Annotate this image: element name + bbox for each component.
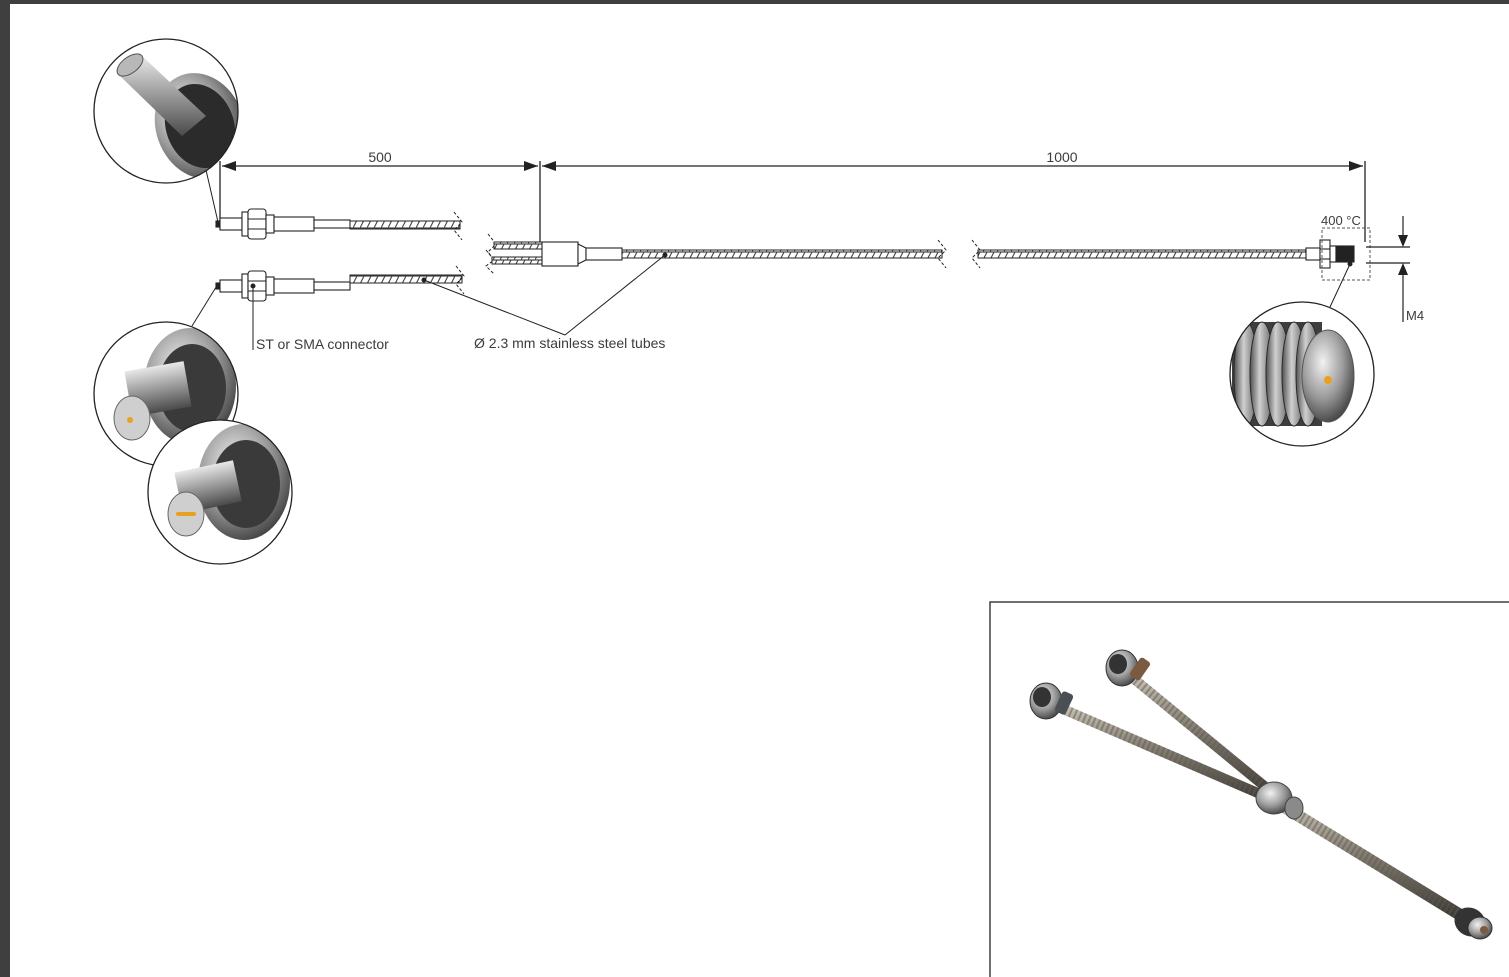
lower-branch-tube bbox=[349, 274, 463, 284]
break-mark bbox=[485, 249, 495, 275]
thread-label: M4 bbox=[1406, 308, 1424, 323]
dimension-1000-label: 1000 bbox=[1046, 149, 1077, 165]
dimension-500-label: 500 bbox=[368, 149, 392, 165]
sma-connector-detail bbox=[147, 419, 293, 565]
dimension-1000 bbox=[542, 161, 1366, 242]
lower-branch-tube-end bbox=[491, 256, 543, 265]
leader-lines bbox=[191, 169, 1353, 350]
product-render bbox=[989, 601, 1509, 977]
junction-sleeve bbox=[541, 241, 623, 267]
break-mark bbox=[453, 211, 463, 241]
upper-branch-tube bbox=[349, 220, 461, 230]
fiber-bundle-drawing: 500 1000 bbox=[93, 38, 1509, 977]
break-mark bbox=[455, 265, 465, 295]
connector-label: ST or SMA connector bbox=[256, 336, 389, 352]
connector-detail-top bbox=[93, 38, 239, 184]
break-mark bbox=[937, 239, 947, 269]
common-tube-end bbox=[977, 249, 1307, 259]
temperature-label: 400 °C bbox=[1321, 213, 1361, 228]
dimension-500 bbox=[219, 161, 541, 247]
probe-tip bbox=[1305, 227, 1371, 281]
thread-dimension bbox=[1366, 216, 1410, 322]
common-tube bbox=[621, 249, 943, 259]
probe-tip-detail bbox=[1229, 301, 1375, 447]
break-mark bbox=[971, 239, 981, 269]
drawing-sheet: 500 1000 bbox=[10, 4, 1509, 977]
tubes-label: Ø 2.3 mm stainless steel tubes bbox=[474, 335, 665, 351]
upper-branch-connector bbox=[215, 208, 351, 240]
lower-branch-connector bbox=[215, 270, 351, 302]
upper-branch-tube-end bbox=[493, 241, 543, 250]
